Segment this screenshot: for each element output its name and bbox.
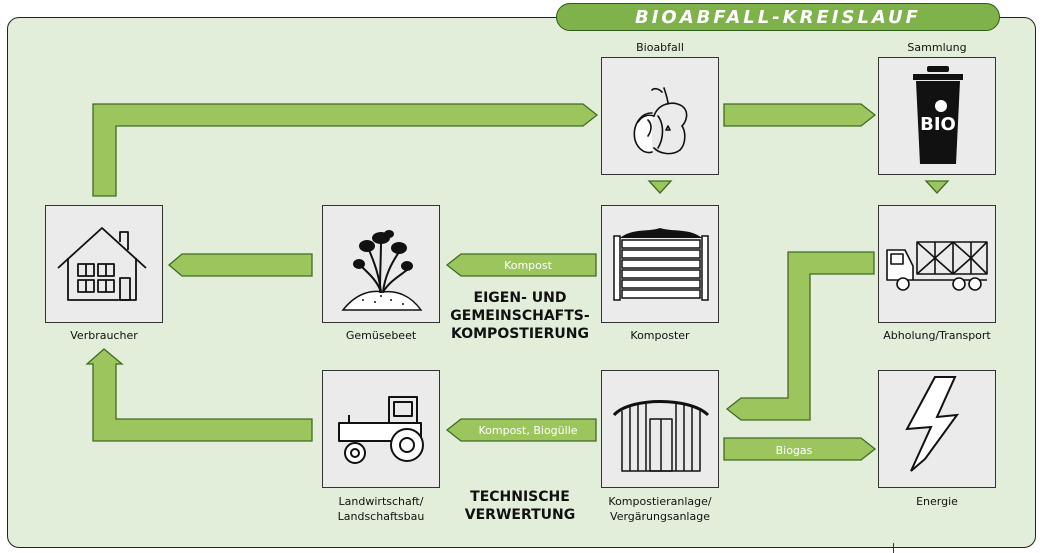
biobin-icon: BIO xyxy=(913,66,963,164)
section-eigen-line1: EIGEN- UND xyxy=(473,290,567,306)
bin-text: BIO xyxy=(920,114,956,135)
label-landwirtschaft-line2: Landschaftsbau xyxy=(337,510,425,523)
arrow-label-kompost: Kompost xyxy=(504,259,553,272)
label-kompostieranlage-line2: Vergärungsanlage xyxy=(610,510,710,523)
arrow-gemuese-to-verbraucher xyxy=(167,253,313,277)
section-technische-verwertung: TECHNISCHE VERWERTUNG xyxy=(420,488,620,524)
section-eigen-line3: KOMPOSTIERUNG xyxy=(451,326,589,342)
section-tech-line1: TECHNISCHE xyxy=(470,489,570,505)
arrow-anlage-to-landwirtschaft xyxy=(445,418,597,442)
edge-tick xyxy=(893,543,894,553)
apple-core-icon xyxy=(633,87,688,155)
node-gemuesebeet xyxy=(322,205,440,323)
node-kompostieranlage xyxy=(601,370,719,488)
tractor-icon xyxy=(338,396,424,464)
house-icon xyxy=(57,227,147,301)
lightning-icon xyxy=(905,376,960,472)
arrow-bioabfall-to-komposter xyxy=(647,180,673,194)
section-eigen-line2: GEMEINSCHAFTS- xyxy=(450,308,590,324)
arrow-anlage-to-energie xyxy=(723,437,877,461)
node-verbraucher xyxy=(45,205,163,323)
label-kompostieranlage-line1: Kompostieranlage/ xyxy=(608,495,712,508)
node-sammlung: BIO xyxy=(878,57,996,175)
arrow-sammlung-to-abholung xyxy=(924,180,950,194)
label-landwirtschaft-line1: Landwirtschaft/ xyxy=(338,495,424,508)
title-bar: BIOABFALL-KREISLAUF xyxy=(556,3,1000,31)
label-abholung: Abholung/Transport xyxy=(883,329,991,342)
arrow-bioabfall-to-sammlung xyxy=(723,103,877,127)
arrow-landwirtschaft-to-verbraucher xyxy=(85,348,313,442)
composter-icon xyxy=(613,228,709,301)
node-abholung xyxy=(878,205,996,323)
arrow-verbraucher-to-bioabfall xyxy=(92,103,599,197)
truck-icon xyxy=(886,241,988,291)
arrow-label-kompost-biogulle: Kompost, Biogülle xyxy=(478,424,577,437)
vegetable-bed-icon xyxy=(341,230,423,311)
composting-plant-icon xyxy=(612,400,710,472)
label-energie: Energie xyxy=(916,495,958,508)
arrow-label-biogas: Biogas xyxy=(776,444,813,457)
section-eigenkompostierung: EIGEN- UND GEMEINSCHAFTS- KOMPOSTIERUNG xyxy=(420,289,620,343)
label-landwirtschaft: Landwirtschaft/ Landschaftsbau xyxy=(296,494,466,524)
label-verbraucher: Verbraucher xyxy=(70,329,138,342)
label-komposter: Komposter xyxy=(630,329,690,342)
arrow-abholung-to-anlage xyxy=(725,251,875,421)
node-bioabfall xyxy=(601,57,719,175)
label-kompostieranlage: Kompostieranlage/ Vergärungsanlage xyxy=(575,494,745,524)
arrow-komposter-to-gemuese xyxy=(445,253,597,277)
label-gemuesebeet: Gemüsebeet xyxy=(345,329,417,342)
diagram-title: BIOABFALL-KREISLAUF xyxy=(635,6,921,28)
label-bioabfall: Bioabfall xyxy=(636,41,684,54)
node-komposter xyxy=(601,205,719,323)
label-sammlung: Sammlung xyxy=(907,41,967,54)
section-tech-line2: VERWERTUNG xyxy=(464,507,576,523)
node-energie xyxy=(878,370,996,488)
node-landwirtschaft xyxy=(322,370,440,488)
